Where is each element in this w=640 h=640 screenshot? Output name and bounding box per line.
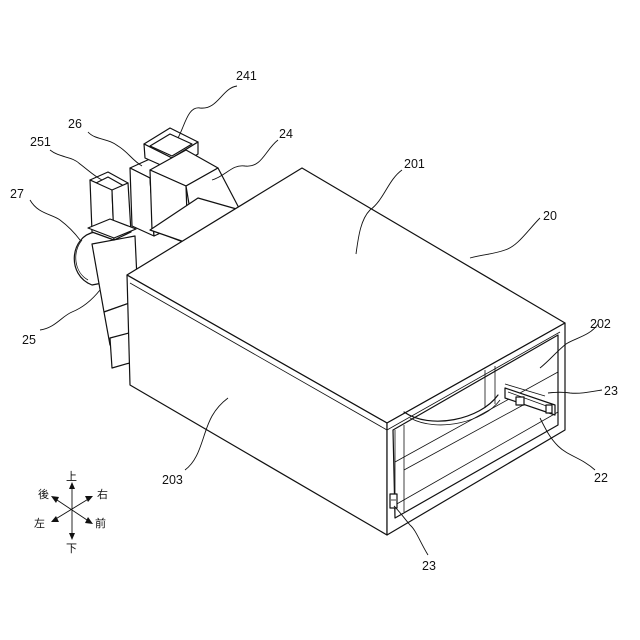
direction-front: 前	[95, 516, 106, 530]
label-26: 26	[68, 117, 82, 131]
direction-compass: 上 下 後 右 左 前	[34, 470, 108, 555]
label-202: 202	[590, 317, 611, 331]
label-20: 20	[543, 209, 557, 223]
label-22: 22	[594, 471, 608, 485]
direction-up: 上	[66, 470, 77, 483]
label-251: 251	[30, 135, 51, 149]
direction-left: 左	[34, 517, 45, 530]
label-27: 27	[10, 187, 24, 201]
outlet-251	[88, 172, 136, 240]
direction-back: 後	[38, 487, 49, 501]
label-201: 201	[404, 157, 425, 171]
direction-right: 右	[97, 487, 108, 501]
label-23-lower: 23	[422, 559, 436, 573]
label-23-upper: 23	[604, 384, 618, 398]
label-203: 203	[162, 473, 183, 487]
label-241: 241	[236, 69, 257, 83]
label-25: 25	[22, 333, 36, 347]
bracket-23-lower	[390, 494, 397, 508]
direction-down: 下	[66, 542, 77, 555]
label-24: 24	[279, 127, 293, 141]
